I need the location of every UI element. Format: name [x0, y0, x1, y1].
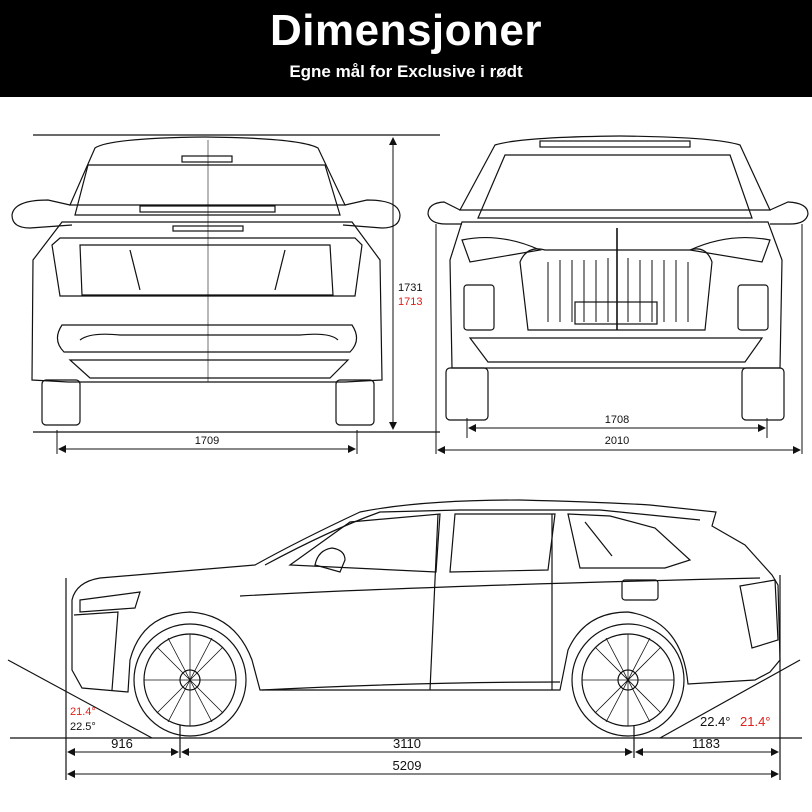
- length-label: 5209: [393, 758, 422, 773]
- front-view-drawing: [427, 135, 809, 421]
- rear-view-drawing: [11, 134, 440, 433]
- rear-height-label: 1731: [398, 282, 422, 294]
- rear-height-exclusive-label: 1713: [398, 296, 422, 308]
- rear-track-label: 1709: [195, 435, 219, 447]
- front-track-label: 1708: [605, 414, 629, 426]
- wheelbase-label: 3110: [393, 736, 421, 751]
- page-subtitle: Egne mål for Exclusive i rødt: [289, 62, 523, 81]
- approach-angle-label: 22.5°: [70, 721, 96, 733]
- page-title: Dimensjoner: [269, 6, 542, 55]
- front-track-dimension: [466, 418, 768, 438]
- side-view-drawing: [71, 499, 781, 737]
- front-width-dimension: [435, 224, 803, 454]
- front-overhang-label: 916: [111, 736, 133, 751]
- ground-and-angle-lines: [7, 575, 802, 780]
- departure-angle-label: 22.4°: [700, 714, 731, 729]
- title-banner: Dimensjoner Egne mål for Exclusive i rød…: [0, 0, 812, 97]
- front-width-label: 2010: [605, 435, 629, 447]
- rear-track-dimension: [56, 430, 358, 454]
- side-dimension-row: [67, 748, 779, 778]
- dimension-drawing: 1731 1713 1709: [7, 134, 809, 780]
- departure-angle-exclusive-label: 21.4°: [740, 714, 771, 729]
- approach-angle-exclusive-label: 21.4°: [70, 706, 96, 718]
- rear-overhang-label: 1183: [692, 736, 720, 751]
